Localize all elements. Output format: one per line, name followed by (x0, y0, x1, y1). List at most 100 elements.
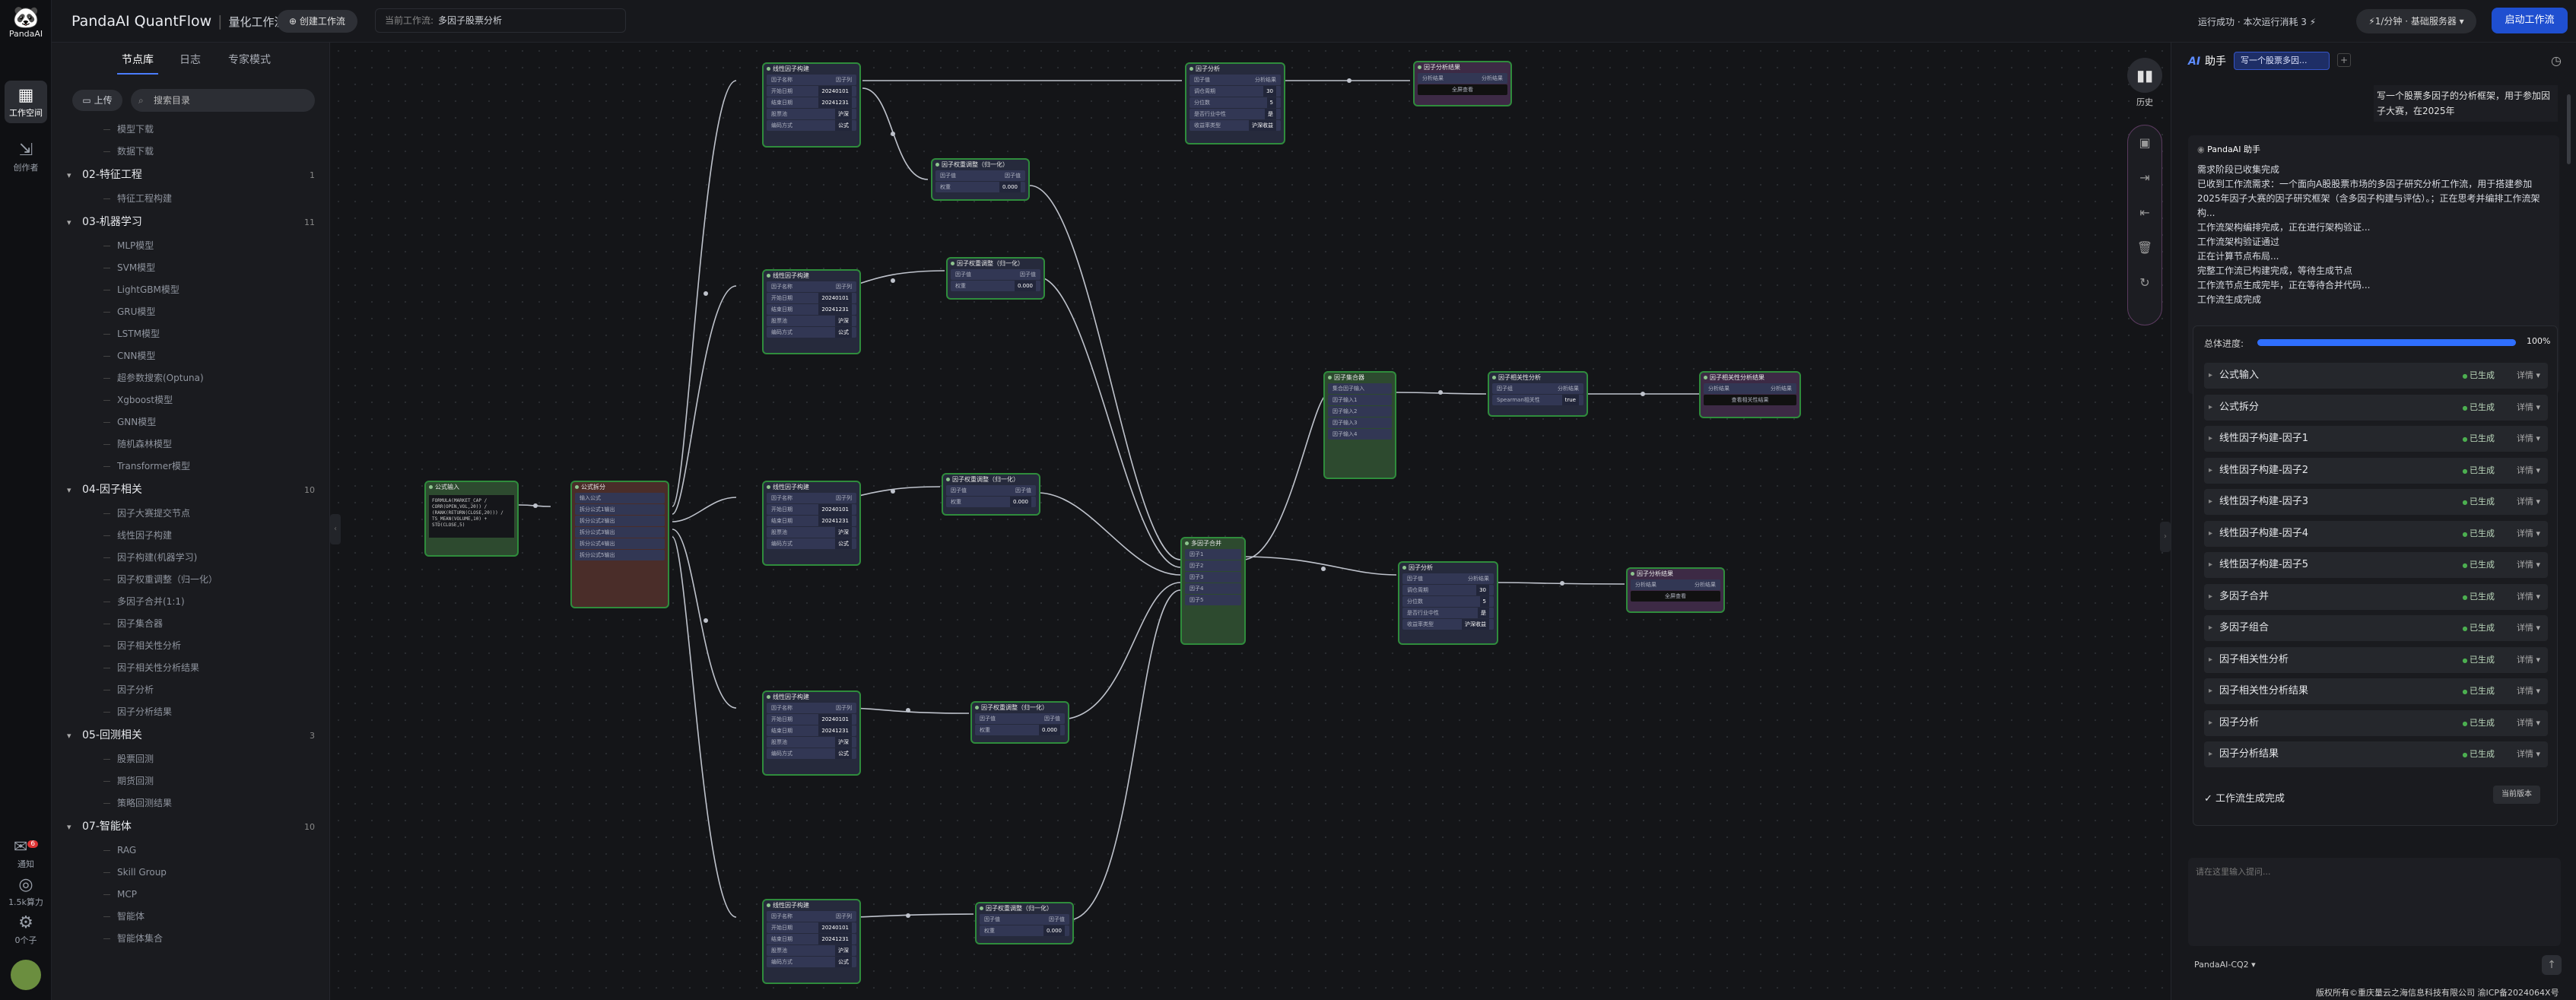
node-field[interactable]: 编码方式公式 (767, 120, 856, 131)
tree-item[interactable]: LightGBM模型 (67, 279, 326, 301)
search-input[interactable]: ⌕搜索目录 (131, 89, 315, 112)
formula-code[interactable]: FORMULA(MARKET_CAP / CORR(OPEN,VOL,20)) … (429, 495, 514, 538)
step-item[interactable]: 公式拆分已生成详情 ▾ (2204, 394, 2548, 421)
node-field[interactable]: 因子名称因子列 (767, 703, 856, 713)
fullscreen-button[interactable]: 全屏查看 (1418, 84, 1507, 95)
node-factor-merge[interactable]: 多因子合并 因子1 因子2 因子3 因子4 因子5 (1180, 537, 1246, 645)
tree-item[interactable]: 因子构建(机器学习) (67, 547, 326, 569)
node-field[interactable]: 因子值分析结果 (1190, 75, 1281, 85)
node-port[interactable]: 拆分公式3输出 (575, 527, 665, 538)
model-select[interactable]: PandaAI-CQ2 ▾ (2194, 960, 2256, 970)
node-field[interactable]: 分析结果分析结果 (1704, 383, 1796, 394)
node-field[interactable]: 因子值因子值 (980, 914, 1069, 925)
node-field[interactable]: 因子值因子值 (951, 269, 1040, 280)
export-icon[interactable]: ⇥ (2139, 170, 2150, 185)
step-item[interactable]: 因子分析结果已生成详情 ▾ (2204, 741, 2548, 767)
current-workflow-field[interactable]: 当前工作流:多因子股票分析 (375, 8, 626, 33)
detail-button[interactable]: 详情 ▾ (2516, 497, 2540, 506)
node-port[interactable]: 因子5 (1185, 595, 1241, 605)
tree-item[interactable]: MCP (67, 884, 326, 906)
detail-button[interactable]: 详情 ▾ (2516, 749, 2540, 759)
upload-button[interactable]: ▭ 上传 (72, 90, 122, 111)
detail-button[interactable]: 详情 ▾ (2516, 591, 2540, 602)
node-field[interactable]: 因子值因子值 (935, 170, 1025, 181)
send-icon[interactable]: ↑ (2542, 955, 2562, 975)
tree-item[interactable]: RAG (67, 840, 326, 862)
chat-tab[interactable]: 写一个股票多因... (2234, 52, 2330, 70)
node-field[interactable]: 因子名称因子列 (767, 911, 856, 922)
app-logo[interactable]: 🐼 PandaAI (8, 6, 44, 44)
tree-item[interactable]: 因子权重调整（归一化） (67, 569, 326, 591)
node-port[interactable]: 因子输入2 (1328, 406, 1392, 417)
node-port[interactable]: 因子2 (1185, 560, 1241, 571)
step-item[interactable]: 线性因子构建-因子4已生成详情 ▾ (2204, 520, 2548, 547)
tree-item[interactable]: 因子相关性分析结果 (67, 657, 326, 679)
clock-icon[interactable]: ◷ (2551, 53, 2562, 68)
nav-creator[interactable]: ⇲ 创作者 (5, 140, 47, 173)
node-field[interactable]: 分析结果分析结果 (1418, 73, 1507, 84)
node-port[interactable]: 集合因子输入 (1328, 383, 1392, 394)
node-port[interactable]: 因子输入1 (1328, 395, 1392, 405)
history-icon[interactable]: ▮▮ (2127, 58, 2162, 93)
tree-item[interactable]: GRU模型 (67, 301, 326, 323)
tree-item[interactable]: Xgboost模型 (67, 389, 326, 411)
tree-item[interactable]: 因子分析结果 (67, 701, 326, 723)
detail-button[interactable]: 详情 ▾ (2516, 370, 2540, 380)
tree-item[interactable]: 智能体 (67, 906, 326, 928)
node-field[interactable]: 股票池沪深 (767, 109, 856, 119)
tree-item[interactable]: 策略回测结果 (67, 792, 326, 814)
tree-item[interactable]: 智能体集合 (67, 928, 326, 950)
detail-button[interactable]: 详情 ▾ (2516, 623, 2540, 633)
node-field[interactable]: 是否行业中性是 (1190, 109, 1281, 119)
tree-item[interactable]: 因子大赛提交节点 (67, 503, 326, 525)
create-workflow-button[interactable]: ⊕ 创建工作流 (277, 10, 357, 33)
workflow-canvas[interactable]: 公式输入 FORMULA(MARKET_CAP / CORR(OPEN,VOL,… (330, 43, 2171, 1000)
start-workflow-button[interactable]: 启动工作流 (2492, 8, 2568, 33)
avatar[interactable] (11, 960, 41, 990)
detail-button[interactable]: 详情 ▾ (2516, 717, 2540, 728)
tree-item[interactable]: SVM模型 (67, 257, 326, 279)
detail-button[interactable]: 详情 ▾ (2516, 465, 2540, 475)
step-item[interactable]: 因子分析已生成详情 ▾ (2204, 710, 2548, 736)
node-field[interactable]: 是否行业中性是 (1402, 608, 1494, 618)
nav-compute[interactable]: ◎ 1.5k算力 (5, 875, 47, 908)
detail-button[interactable]: 详情 ▾ (2516, 433, 2540, 443)
tree-item[interactable]: 多因子合并(1:1) (67, 591, 326, 613)
tree-item[interactable]: 数据下载 (67, 141, 326, 163)
tree-item[interactable]: 因子相关性分析 (67, 635, 326, 657)
step-item[interactable]: 线性因子构建-因子3已生成详情 ▾ (2204, 489, 2548, 515)
tab-log[interactable]: 日志 (179, 54, 201, 66)
step-item[interactable]: 因子相关性分析已生成详情 ▾ (2204, 646, 2548, 673)
step-item[interactable]: 因子相关性分析结果已生成详情 ▾ (2204, 678, 2548, 704)
tree-item[interactable]: 股票回测 (67, 748, 326, 770)
node-port[interactable]: 拆分公式2输出 (575, 516, 665, 526)
node-field[interactable]: 编码方式公式 (767, 957, 856, 967)
tab-node-library[interactable]: 节点库 (117, 52, 158, 75)
node-port[interactable]: 因子1 (1185, 549, 1241, 560)
node-port[interactable]: 因子4 (1185, 583, 1241, 594)
node-correlation-result[interactable]: 因子相关性分析结果 分析结果分析结果 查看相关性结果 (1699, 371, 1801, 418)
